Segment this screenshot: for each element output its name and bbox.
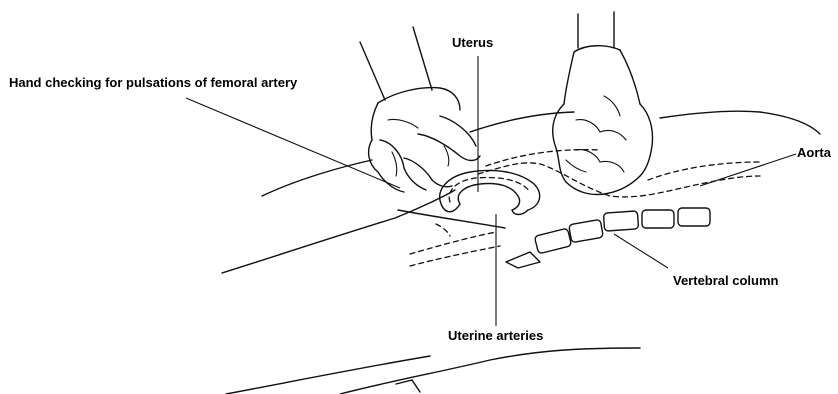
- uterus-label: Uterus: [452, 36, 493, 49]
- leader-aorta: [700, 154, 796, 186]
- aorta-label: Aorta: [797, 146, 831, 159]
- leader-hand: [186, 98, 400, 188]
- hand-label: Hand checking for pulsations of femoral …: [9, 76, 297, 89]
- leader-vertebral: [614, 234, 668, 268]
- vertebral-column-label: Vertebral column: [673, 274, 778, 287]
- body-outline: [222, 111, 820, 394]
- uterus-shape: [440, 171, 540, 215]
- uterine-arteries-label: Uterine arteries: [448, 329, 543, 342]
- left-hand: [360, 27, 480, 192]
- vertebral-column-shape: [506, 208, 710, 268]
- right-hand: [553, 12, 653, 195]
